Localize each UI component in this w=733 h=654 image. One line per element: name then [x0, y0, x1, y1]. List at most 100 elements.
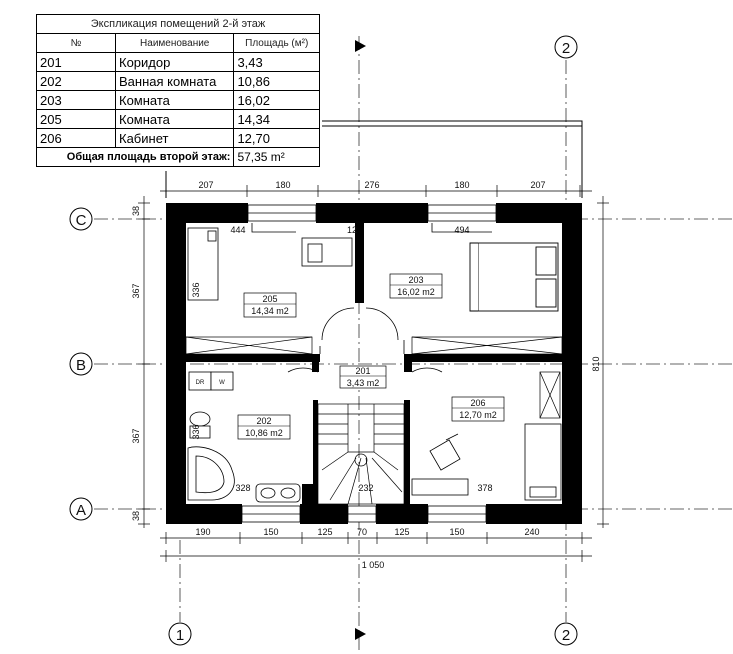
dim-bottom-3: 125	[317, 527, 332, 537]
explication-caption: Экспликация помещений 2-й этаж	[36, 14, 320, 34]
row-area: 3,43	[233, 52, 320, 72]
axis-marker-1: 1	[168, 622, 192, 646]
table-row: 201 Коридор 3,43	[36, 52, 320, 72]
dimension-lines	[138, 185, 609, 562]
dim-inner-336-a: 336	[191, 282, 201, 297]
room-number-205: 205	[262, 294, 277, 304]
row-num: 202	[36, 71, 116, 91]
dim-left-4: 38	[131, 511, 141, 521]
dim-bottom-4: 70	[357, 527, 367, 537]
dim-overall-width: 1 050	[362, 560, 385, 570]
axis-label-a: A	[76, 502, 86, 519]
row-name: Ванная комната	[114, 71, 235, 91]
table-row: 203 Комната 16,02	[36, 90, 320, 110]
room-label-206: 206 12,70 m2	[451, 396, 505, 422]
explication-header-row: № Наименование Площадь (м²)	[36, 33, 320, 53]
row-area: 10,86	[233, 71, 320, 91]
dim-inner-444: 444	[230, 225, 245, 235]
row-name: Комната	[114, 90, 235, 110]
windows	[241, 204, 497, 523]
section-arrow-bottom	[355, 628, 366, 640]
dim-bottom-7: 240	[524, 527, 539, 537]
room-number-206: 206	[470, 398, 485, 408]
dim-top-4: 180	[454, 180, 469, 190]
row-num: 206	[36, 128, 116, 148]
dim-inner-494: 494	[454, 225, 469, 235]
table-row: 202 Ванная комната 10,86	[36, 71, 320, 91]
dryer-label: DR	[196, 380, 205, 386]
dim-inner-378: 378	[477, 483, 492, 493]
row-num: 203	[36, 90, 116, 110]
axis-marker-a: A	[69, 497, 93, 521]
section-arrow-top	[355, 40, 366, 52]
dim-bottom-2: 150	[263, 527, 278, 537]
dim-top-3: 276	[364, 180, 379, 190]
axis-label-2-bottom: 2	[562, 627, 570, 644]
dim-inner-328: 328	[235, 483, 250, 493]
total-row: Общая площадь второй этаж: 57,35 m²	[35, 147, 320, 167]
axis-label-c: C	[76, 212, 87, 229]
axis-label-b: B	[76, 357, 86, 374]
dim-left-3: 367	[131, 428, 141, 443]
dim-top-1: 207	[198, 180, 213, 190]
desk-206	[411, 433, 469, 496]
doors	[251, 223, 492, 373]
explication-caption-row: Экспликация помещений 2-й этаж	[36, 14, 320, 34]
washer-label: W	[219, 380, 225, 386]
axis-marker-2-top: 2	[554, 35, 578, 59]
dim-inner-336-b: 336	[191, 424, 201, 439]
room-number-201: 201	[355, 366, 370, 376]
header-name: Наименование	[114, 33, 235, 53]
header-num: №	[36, 33, 116, 53]
row-area: 16,02	[233, 90, 320, 110]
room-number-203: 203	[408, 275, 423, 285]
dim-left-2: 367	[131, 283, 141, 298]
bed-206	[524, 423, 562, 501]
header-area: Площадь (м²)	[233, 33, 320, 53]
dim-bottom-1: 190	[195, 527, 210, 537]
table-row: 205 Комната 14,34	[36, 109, 320, 129]
total-value: 57,35 m²	[233, 147, 320, 167]
walls	[166, 203, 582, 524]
room-area-202: 10,86 m2	[245, 428, 283, 438]
table-row: 206 Кабинет 12,70	[36, 128, 320, 148]
inner-dimensions: 444 12 494 336 336 328 232 378 DR W	[191, 225, 493, 493]
row-num: 201	[36, 52, 116, 72]
room-area-206: 12,70 m2	[459, 410, 497, 420]
row-area: 14,34	[233, 109, 320, 129]
row-area: 12,70	[233, 128, 320, 148]
stairs	[317, 403, 405, 505]
dim-bottom-5: 125	[394, 527, 409, 537]
bed-203	[469, 242, 559, 312]
desk-205	[301, 237, 353, 267]
explication-table: Экспликация помещений 2-й этаж № Наимено…	[35, 14, 320, 167]
dim-inner-232: 232	[358, 483, 373, 493]
room-label-205: 205 14,34 m2	[243, 292, 297, 318]
room-area-201: 3,43 m2	[347, 378, 380, 388]
room-label-201: 201 3,43 m2	[339, 365, 387, 389]
dim-top-2: 180	[275, 180, 290, 190]
row-name: Коридор	[114, 52, 235, 72]
row-num: 205	[36, 109, 116, 129]
dimension-labels: 207 180 276 180 207 190 150 125 70 125 1…	[131, 180, 601, 570]
room-area-205: 14,34 m2	[251, 306, 289, 316]
bed-205	[187, 227, 219, 301]
wardrobes	[185, 336, 563, 419]
dim-inner-12: 12	[347, 225, 357, 235]
room-label-202: 202 10,86 m2	[237, 414, 291, 440]
row-name: Кабинет	[114, 128, 235, 148]
bath-fixtures	[187, 371, 301, 503]
axis-marker-2-bottom: 2	[554, 622, 578, 646]
dim-top-5: 207	[530, 180, 545, 190]
total-label: Общая площадь второй этаж:	[35, 147, 235, 167]
dim-left-1: 38	[131, 206, 141, 216]
room-area-203: 16,02 m2	[397, 287, 435, 297]
axis-marker-b: B	[69, 352, 93, 376]
room-label-203: 203 16,02 m2	[389, 273, 443, 299]
row-name: Комната	[114, 109, 235, 129]
room-number-202: 202	[256, 416, 271, 426]
dim-right-overall: 810	[591, 356, 601, 371]
axis-label-1: 1	[176, 627, 184, 644]
axis-label-2-top: 2	[562, 40, 570, 57]
